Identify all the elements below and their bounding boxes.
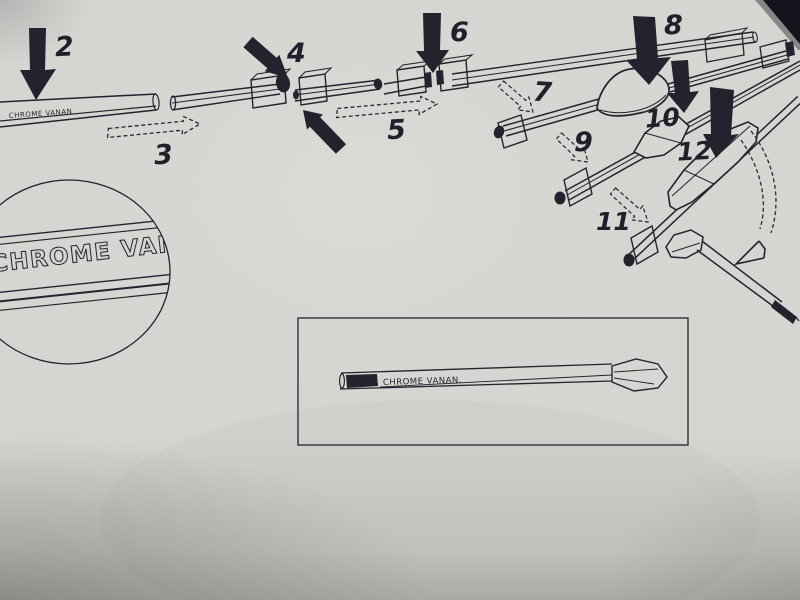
die-collar bbox=[250, 74, 287, 109]
cut-piece bbox=[169, 68, 292, 111]
final-product-panel: CHROME VANAN. bbox=[297, 317, 689, 446]
press-arrow-8 bbox=[626, 16, 671, 85]
die-collar-right bbox=[704, 32, 745, 63]
tip-paint-band bbox=[346, 374, 378, 388]
step-10-label: 10 bbox=[644, 102, 681, 133]
step-8-rod: 8 bbox=[493, 10, 795, 149]
press-arrow-4-lower bbox=[303, 110, 347, 154]
transfer-curve-inner bbox=[740, 139, 764, 230]
transfer-arrow-7 bbox=[497, 80, 534, 113]
step-10-rod: 9 10 bbox=[554, 60, 800, 208]
transfer-arrow-11 bbox=[609, 187, 649, 223]
product-frame bbox=[297, 317, 689, 446]
step-12-label: 12 bbox=[676, 136, 712, 167]
transfer-arrow-3 bbox=[106, 115, 202, 139]
step-2-station: 2 CHROME VANAN 3 bbox=[0, 28, 202, 171]
rod-dark-tip bbox=[554, 191, 566, 205]
die-collar bbox=[497, 114, 528, 149]
step-11-label: 11 bbox=[596, 207, 631, 236]
step-2-label: 2 bbox=[54, 31, 74, 63]
long-rod-top bbox=[436, 27, 758, 92]
finished-blank bbox=[665, 130, 800, 324]
press-arrow-6 bbox=[416, 13, 449, 73]
press-arrow-2 bbox=[20, 28, 56, 100]
step-6-station: 6 7 bbox=[383, 13, 758, 113]
piece-end bbox=[373, 78, 383, 90]
hex-point bbox=[611, 358, 668, 392]
step-12-rod: 11 12 bbox=[596, 87, 800, 267]
step-6-label: 6 bbox=[450, 17, 469, 48]
step-9-label: 9 bbox=[574, 127, 593, 158]
die-collar bbox=[563, 166, 593, 208]
die-collar bbox=[630, 224, 659, 266]
magnifier-circle bbox=[0, 179, 171, 365]
die-collar bbox=[298, 73, 328, 106]
press-arrow-10 bbox=[667, 60, 699, 113]
step-4-label: 4 bbox=[286, 38, 306, 69]
die-collar bbox=[438, 59, 469, 92]
table-corner-dark bbox=[763, 0, 800, 44]
transfer-arrow-9 bbox=[555, 132, 589, 163]
step-4-station: 4 5 bbox=[169, 36, 439, 154]
die-collar-right bbox=[759, 39, 790, 69]
die-collar bbox=[396, 65, 427, 97]
step-7-label: 7 bbox=[532, 77, 553, 109]
final-product: CHROME VANAN. bbox=[339, 358, 668, 392]
step-3-label: 3 bbox=[153, 139, 174, 171]
rod-end-cap bbox=[785, 41, 795, 57]
upset-end bbox=[275, 73, 291, 93]
step-5-label: 5 bbox=[386, 114, 406, 146]
product-inscription: CHROME VANAN. bbox=[383, 376, 462, 388]
transfer-arrow-5 bbox=[335, 95, 439, 119]
transfer-arrowhead bbox=[733, 240, 766, 266]
dark-tip bbox=[771, 300, 797, 324]
collared-piece bbox=[293, 67, 383, 106]
step-8-label: 8 bbox=[664, 10, 683, 41]
press-arrow-12 bbox=[703, 87, 739, 158]
press-arrow-4 bbox=[243, 36, 288, 78]
transfer-curve bbox=[750, 130, 777, 234]
